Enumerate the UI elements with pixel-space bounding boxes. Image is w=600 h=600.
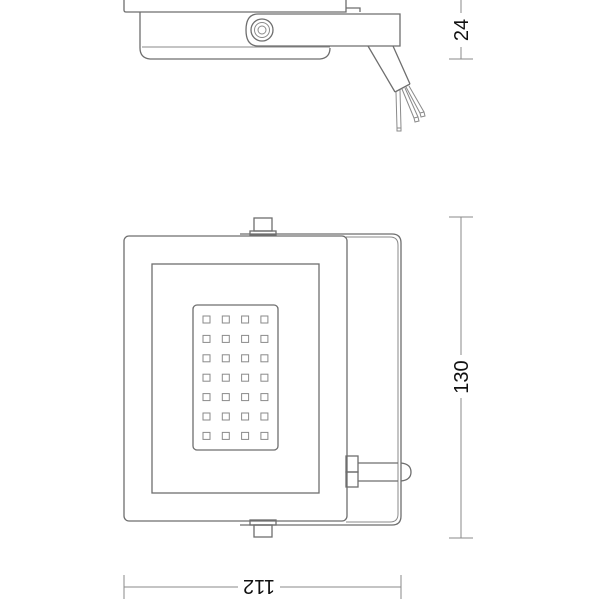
side-plate-step — [346, 7, 361, 12]
led-chip-icon — [202, 334, 211, 343]
led-chip-icon — [221, 412, 230, 421]
led-chip-icon — [221, 373, 230, 382]
led-chip-icon — [260, 334, 269, 343]
led-board — [192, 304, 279, 451]
led-chip-icon — [260, 315, 269, 324]
top-screw-icon — [249, 217, 277, 236]
led-chip-icon — [221, 315, 230, 324]
mounting-bracket — [240, 233, 402, 526]
led-chip-icon — [202, 315, 211, 324]
cable-gland — [345, 455, 412, 488]
dimension-112: 112 — [123, 575, 402, 599]
led-chip-icon — [241, 431, 250, 440]
dimension-label-130: 130 — [451, 360, 473, 393]
led-chip-icon — [260, 431, 269, 440]
side-top-plate — [123, 0, 347, 13]
led-chip-icon — [241, 373, 250, 382]
led-chip-icon — [241, 412, 250, 421]
led-chip-icon — [202, 412, 211, 421]
mounting-bracket-inner — [346, 236, 399, 523]
power-cable — [367, 45, 426, 132]
dimension-24: 24 — [449, 0, 473, 60]
dimension-130: 130 — [449, 216, 473, 539]
bottom-screw-icon — [249, 519, 277, 538]
led-chip-icon — [260, 412, 269, 421]
lens-window — [151, 263, 320, 494]
led-chip-icon — [241, 315, 250, 324]
side-bracket-arm — [245, 13, 401, 47]
side-view: 24 — [123, 0, 473, 132]
led-chip-icon — [260, 354, 269, 363]
led-chip-icon — [241, 334, 250, 343]
led-chip-icon — [221, 334, 230, 343]
dimension-label-112: 112 — [243, 575, 275, 597]
led-chip-icon — [260, 373, 269, 382]
led-chip-icon — [221, 354, 230, 363]
led-chip-icon — [241, 393, 250, 402]
led-chip-icon — [221, 431, 230, 440]
front-view: 130 112 — [123, 216, 473, 599]
led-chip-icon — [202, 373, 211, 382]
side-housing-body — [139, 12, 331, 60]
led-chip-icon — [202, 431, 211, 440]
led-chip-icon — [221, 393, 230, 402]
dimension-label-24: 24 — [451, 19, 473, 41]
led-grid — [202, 315, 269, 440]
housing-frame — [123, 235, 348, 522]
led-chip-icon — [202, 354, 211, 363]
led-chip-icon — [202, 393, 211, 402]
led-chip-icon — [241, 354, 250, 363]
bracket-screw-icon — [250, 18, 274, 42]
led-chip-icon — [260, 393, 269, 402]
